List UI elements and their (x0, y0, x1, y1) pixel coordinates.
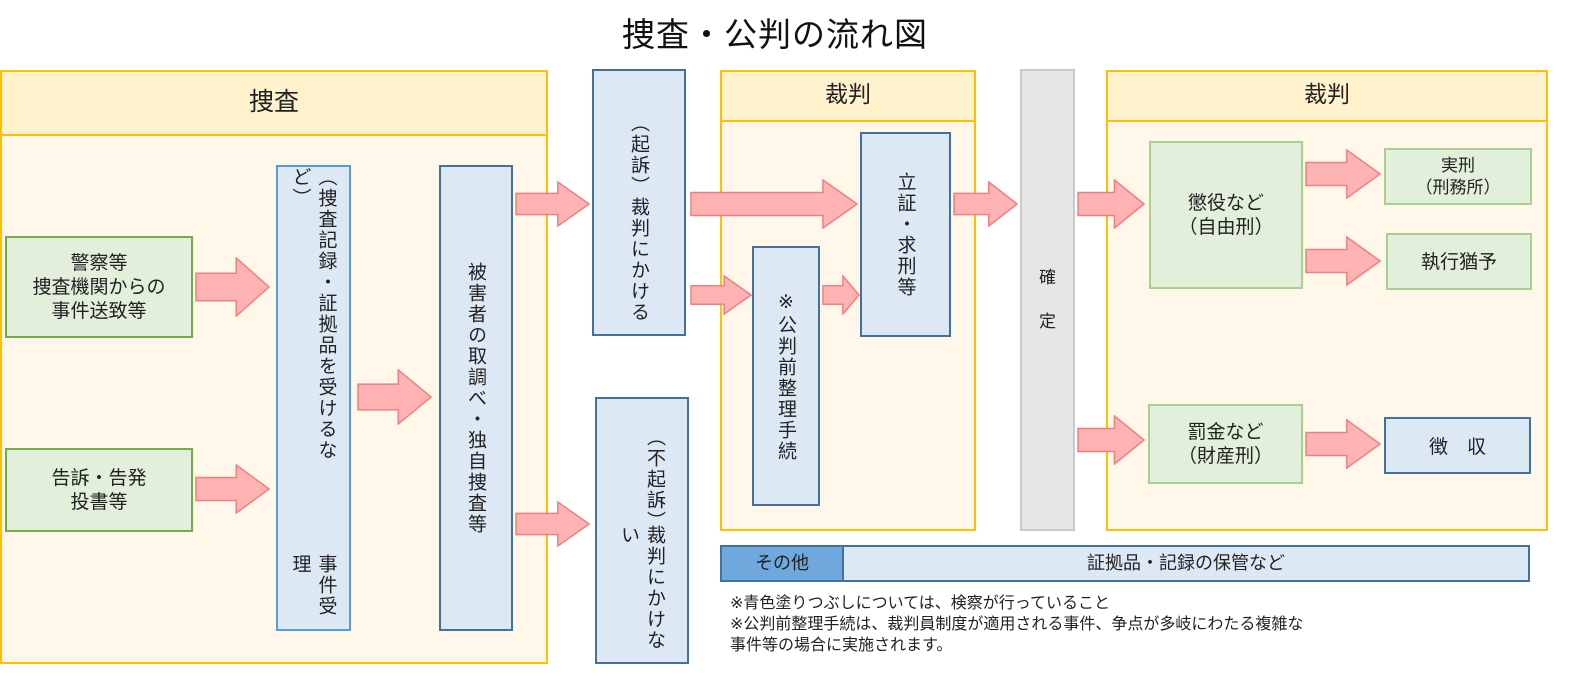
other-row: その他 証拠品・記録の保管など (720, 545, 1530, 582)
footnote-1: ※青色塗りつぶしについては、検察が行っていること (730, 593, 1110, 612)
complaint-text: 告訴・告発 投書等 (51, 467, 147, 513)
proof-sentencing-text: 立証・求刑等 (894, 171, 917, 298)
police-referral-text: 警察等 捜査機関からの 事件送致等 (32, 252, 166, 322)
arrow-interview-to-indict (515, 181, 590, 227)
arrow-receipt-to-interview (357, 369, 432, 425)
other-value: 証拠品・記録の保管など (1087, 553, 1285, 574)
arrow-confirm-to-imprisonment (1077, 179, 1145, 229)
trial-header: 裁判 (722, 72, 974, 122)
no-indict-box: 裁判にかけない （不起訴） (595, 397, 689, 664)
arrow-proof-to-confirm (953, 181, 1018, 227)
proof-sentencing-box: 立証・求刑等 (860, 132, 951, 337)
case-receipt-line1: 事件受理 (289, 553, 338, 617)
sentence-header: 裁判 (1108, 72, 1546, 122)
imprisonment-box: 懲役など （自由刑） (1149, 141, 1303, 289)
arrow-confirm-to-fine (1077, 415, 1145, 465)
collection-text: 徴 収 (1428, 436, 1486, 458)
actual-sentence-box: 実刑 （刑務所） (1384, 148, 1532, 205)
victim-interview-box: 被害者の取調べ・独自捜査等 (439, 165, 513, 631)
suspended-sentence-box: 執行猶予 (1386, 233, 1532, 290)
no-indict-line1: 裁判にかけない (618, 524, 666, 651)
investigation-header: 捜査 (2, 72, 546, 136)
footnotes: ※青色塗りつぶしについては、検察が行っていること ※公判前整理手続は、裁判員制度… (730, 592, 1530, 655)
case-receipt-box: 事件受理 （捜査記録・証拠品を受けるなど） (276, 165, 351, 631)
fine-text: 罰金など （財産刑） (1177, 421, 1273, 467)
collection-box: 徴 収 (1384, 417, 1531, 474)
confirm-char-1: 確 (1039, 268, 1056, 288)
pretrial-procedure-text: ※公判前整理手続 (775, 290, 797, 462)
arrow-imprisonment-to-suspended (1305, 236, 1381, 286)
arrow-imprisonment-to-actual (1305, 149, 1381, 199)
complaint-box: 告訴・告発 投書等 (5, 448, 193, 532)
arrow-complaint-to-receipt (195, 464, 270, 514)
arrow-indict-to-proof (690, 179, 858, 229)
footnote-2: ※公判前整理手続は、裁判員制度が適用される事件、争点が多岐にわたる複雑な (730, 614, 1304, 633)
confirmation-bar: 確 定 (1020, 69, 1075, 531)
imprisonment-text: 懲役など （自由刑） (1178, 192, 1274, 238)
arrow-fine-to-collection (1305, 419, 1381, 469)
case-receipt-line2: （捜査記録・証拠品を受けるなど） (289, 167, 338, 461)
arrow-indict-to-pretrial (690, 275, 752, 315)
arrow-pretrial-to-proof (822, 275, 860, 315)
footnote-3: 事件等の場合に実施されます。 (730, 635, 953, 654)
no-indict-line2: （不起訴） (644, 427, 666, 532)
other-label: その他 (722, 547, 844, 580)
arrow-interview-to-no-indict (515, 501, 590, 547)
indict-box: 裁判にかける （起訴） (592, 69, 686, 336)
confirm-char-2: 定 (1039, 312, 1056, 332)
pretrial-procedure-box: ※公判前整理手続 (752, 246, 820, 506)
indict-line1: 裁判にかける (628, 196, 650, 323)
indict-line2: （起訴） (628, 112, 650, 197)
victim-interview-text: 被害者の取調べ・独自捜査等 (465, 261, 487, 535)
fine-box: 罰金など （財産刑） (1148, 404, 1303, 484)
actual-sentence-text: 実刑 （刑務所） (1415, 155, 1501, 198)
suspended-sentence-text: 執行猶予 (1420, 250, 1497, 273)
arrow-police-to-receipt (195, 257, 270, 317)
diagram-title: 捜査・公判の流れ図 (622, 15, 928, 54)
police-referral-box: 警察等 捜査機関からの 事件送致等 (5, 236, 193, 338)
